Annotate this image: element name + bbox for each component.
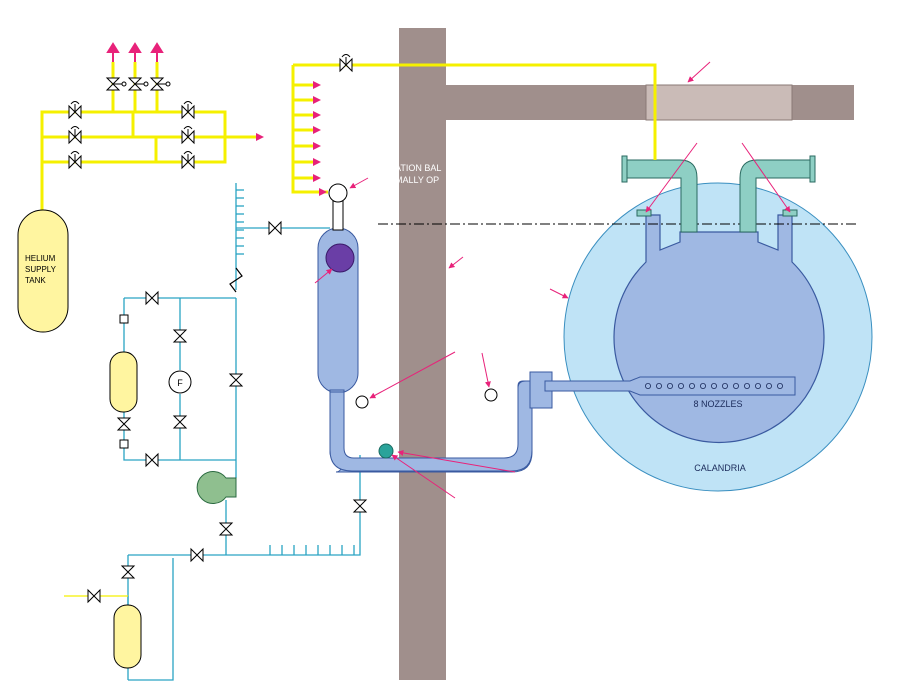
- flow-meter: F: [168, 370, 192, 394]
- helium-tank-body: [17, 209, 69, 333]
- valve-icon: [172, 415, 188, 429]
- instrument-tap: [119, 314, 129, 324]
- relief-valve-icon: [149, 77, 171, 91]
- helium-valves: [68, 54, 353, 170]
- valve-icon: [181, 101, 195, 120]
- vent-arrow-icon: [106, 42, 164, 62]
- relief-valve-icon: [105, 77, 127, 91]
- top-vent-pipes: [621, 155, 816, 233]
- transfer-pipe-fill: [329, 380, 546, 472]
- valve-icon: [181, 126, 195, 145]
- pressure-tap-right: [484, 388, 498, 402]
- helium-tank-label-2: SUPPLY: [25, 265, 57, 274]
- balance-line-label-2: MALLY OP: [395, 175, 439, 185]
- callout-pointers: [314, 61, 791, 499]
- valve-icon: [181, 151, 195, 170]
- nozzle-header: 8 NOZZLES: [529, 371, 796, 409]
- valve-icon: [68, 126, 82, 145]
- concrete-wall: [399, 28, 854, 680]
- roof-slab-window: [645, 84, 793, 121]
- valve-icon: [172, 329, 188, 343]
- relief-valve-icon: [127, 77, 149, 91]
- valve-icon: [352, 499, 368, 513]
- valve-icon: [120, 565, 136, 579]
- valve-icon: [87, 588, 101, 604]
- valve-icon: [145, 452, 159, 468]
- helium-tank-label-1: HELIUM: [25, 254, 56, 263]
- header-pipe: [544, 376, 796, 396]
- ball-indicator: [325, 243, 355, 273]
- water-piping: [64, 183, 361, 681]
- valve-icon: [145, 290, 159, 306]
- left-vent-pipe: [624, 159, 698, 233]
- left-vent-flange: [621, 155, 628, 183]
- isolation-valve-dot: [378, 443, 394, 459]
- valve-icon: [190, 547, 204, 563]
- valve-icon: [228, 373, 244, 387]
- nozzles-label: 8 NOZZLES: [693, 399, 742, 409]
- pressure-tap-left: [355, 395, 369, 409]
- storage-tank-upper: [109, 351, 138, 413]
- right-vent-stub: [782, 209, 798, 217]
- valve-icon: [116, 417, 132, 431]
- helium-flow-arrows: [256, 81, 327, 196]
- helium-supply-tank: HELIUM SUPPLY TANK: [17, 209, 69, 333]
- instrument-tap: [119, 439, 129, 449]
- calandria-label: CALANDRIA: [694, 463, 746, 473]
- valve-icon: [339, 54, 353, 73]
- nozzle-holes: [645, 382, 784, 389]
- calandria: CALANDRIA: [563, 182, 873, 492]
- balance-line-label-1: ATION BAL: [395, 163, 441, 173]
- valve-icon: [268, 220, 282, 236]
- valve-icon: [68, 101, 82, 120]
- helium-tank-label-3: TANK: [25, 276, 46, 285]
- left-vent-stub: [636, 209, 652, 217]
- valve-icon: [218, 522, 234, 536]
- helium-piping: [40, 62, 657, 210]
- check-valve-icon: [229, 267, 243, 293]
- helium-inlet-valve: [328, 183, 348, 203]
- valve-icon: [68, 151, 82, 170]
- flow-meter-label: F: [177, 378, 183, 388]
- storage-tank-lower: [113, 604, 142, 669]
- right-vent-flange: [809, 155, 816, 183]
- centrifugal-pump-icon: [196, 471, 237, 504]
- tank-neck: [332, 199, 344, 231]
- vertical-wall: [399, 28, 446, 680]
